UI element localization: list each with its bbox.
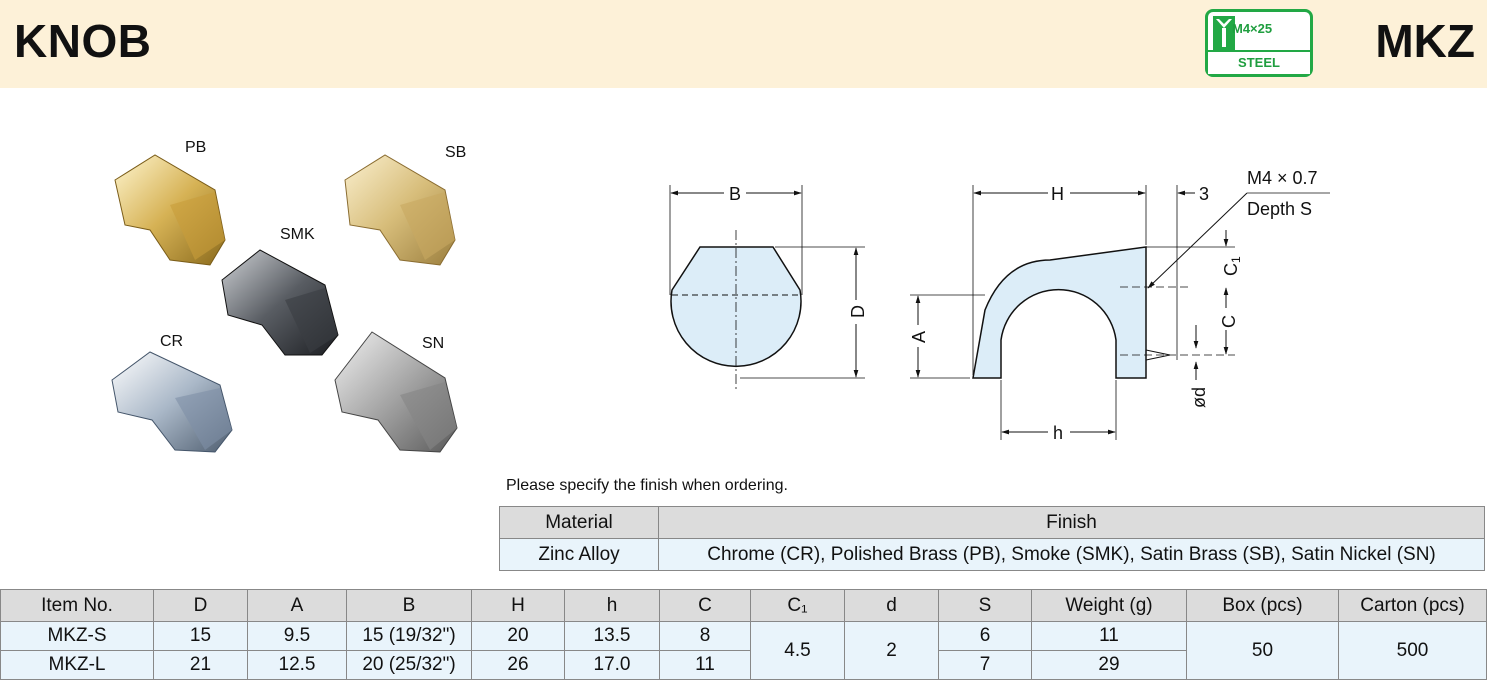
- cell-c1: 4.5: [750, 621, 845, 680]
- product-code: MKZ: [1375, 15, 1475, 67]
- label-sb: SB: [445, 144, 467, 161]
- cell-a: 12.5: [247, 650, 347, 680]
- cell-s: 7: [938, 650, 1032, 680]
- dim-3: 3: [1199, 184, 1209, 204]
- thread-spec: M4 × 0.7: [1247, 168, 1318, 188]
- spec-header-c1: C₁: [750, 589, 845, 622]
- cell-h-small: 13.5: [564, 621, 660, 651]
- cell-box: 50: [1186, 621, 1339, 680]
- cell-item: MKZ-L: [0, 650, 154, 680]
- badge-size: M4×25: [1232, 21, 1273, 36]
- spec-header-d-small: d: [844, 589, 939, 622]
- label-sn: SN: [422, 335, 445, 352]
- knob-pb: [114, 154, 226, 266]
- material-badge: M4×25 STEEL: [1205, 9, 1313, 77]
- dim-d-hole: ød: [1189, 387, 1209, 408]
- spec-header-item: Item No.: [0, 589, 154, 622]
- cell-carton: 500: [1338, 621, 1487, 680]
- finish-options-value: Chrome (CR), Polished Brass (PB), Smoke …: [658, 538, 1485, 571]
- screw-icon: [1213, 16, 1235, 50]
- dim-c1: C1: [1221, 256, 1243, 276]
- cell-d: 15: [153, 621, 248, 651]
- dim-a: A: [909, 331, 929, 343]
- cell-c: 8: [659, 621, 751, 651]
- cell-b: 15 (19/32"): [346, 621, 472, 651]
- finish-material-value: Zinc Alloy: [499, 538, 659, 571]
- cell-s: 6: [938, 621, 1032, 651]
- finish-header-finish: Finish: [658, 506, 1485, 539]
- cell-d-small: 2: [844, 621, 939, 680]
- spec-header-b: B: [346, 589, 472, 622]
- dim-c: C: [1219, 315, 1239, 328]
- spec-header-weight: Weight (g): [1031, 589, 1187, 622]
- knob-cr: [111, 351, 233, 453]
- spec-header-s: S: [938, 589, 1032, 622]
- knob-photos: [111, 154, 458, 453]
- knob-sn: [334, 331, 458, 453]
- label-pb: PB: [185, 139, 207, 156]
- spec-header-c: C: [659, 589, 751, 622]
- cell-h: 20: [471, 621, 565, 651]
- front-view: B D: [669, 182, 868, 390]
- dim-h-small: h: [1053, 423, 1063, 443]
- knob-smk: [221, 249, 339, 356]
- cell-c: 11: [659, 650, 751, 680]
- technical-drawing: B D H 3 M4 × 0.7 Depth S C1 C ød: [669, 168, 1330, 443]
- spec-header-h-small: h: [564, 589, 660, 622]
- spec-header-h: H: [471, 589, 565, 622]
- table-row: MKZ-L 21 12.5 20 (25/32") 26 17.0 11 7 2…: [0, 650, 1487, 680]
- cell-b: 20 (25/32"): [346, 650, 472, 680]
- dim-b: B: [729, 184, 741, 204]
- header-band: KNOB M4×25 STEEL MKZ: [0, 0, 1487, 88]
- badge-material: STEEL: [1208, 50, 1310, 74]
- spec-header-box: Box (pcs): [1186, 589, 1339, 622]
- cell-h: 26: [471, 650, 565, 680]
- cell-h-small: 17.0: [564, 650, 660, 680]
- finish-table: Material Finish Zinc Alloy Chrome (CR), …: [499, 506, 1485, 571]
- dim-d: D: [848, 305, 868, 318]
- label-cr: CR: [160, 333, 184, 350]
- cell-a: 9.5: [247, 621, 347, 651]
- cell-weight: 29: [1031, 650, 1187, 680]
- ordering-note: Please specify the finish when ordering.: [506, 477, 788, 494]
- cell-weight: 11: [1031, 621, 1187, 651]
- side-view: H 3 M4 × 0.7 Depth S C1 C ød A h: [907, 168, 1330, 443]
- cell-item: MKZ-S: [0, 621, 154, 651]
- dim-h: H: [1051, 184, 1064, 204]
- label-smk: SMK: [280, 226, 315, 243]
- spec-table: Item No. D A B H h C C₁ d S Weight (g) B…: [0, 589, 1487, 680]
- finish-header-material: Material: [499, 506, 659, 539]
- thread-depth: Depth S: [1247, 199, 1312, 219]
- spec-header-d: D: [153, 589, 248, 622]
- spec-header-carton: Carton (pcs): [1338, 589, 1487, 622]
- spec-header-a: A: [247, 589, 347, 622]
- knob-sb: [344, 154, 456, 266]
- table-row: MKZ-S 15 9.5 15 (19/32") 20 13.5 8 4.5 2…: [0, 621, 1487, 680]
- page-title: KNOB: [14, 15, 152, 67]
- spec-header-row: Item No. D A B H h C C₁ d S Weight (g) B…: [0, 589, 1487, 622]
- cell-d: 21: [153, 650, 248, 680]
